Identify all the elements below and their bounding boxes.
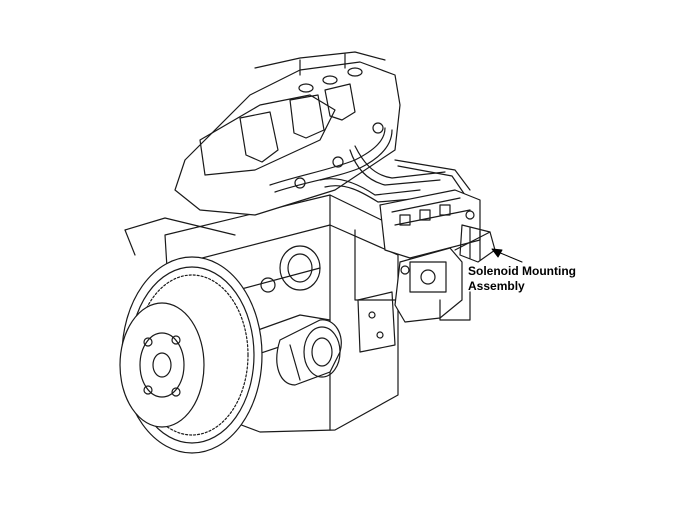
callout-line-2: Assembly xyxy=(468,279,525,293)
flywheel xyxy=(119,217,263,454)
side-bracket xyxy=(357,291,396,353)
fuel-injection-lines xyxy=(269,122,471,203)
block-cover xyxy=(260,245,321,293)
solenoid-callout-label: Solenoid Mounting Assembly xyxy=(468,264,576,294)
injection-pump xyxy=(379,189,496,263)
callout-arrow xyxy=(491,248,523,263)
oil-filter xyxy=(276,319,342,386)
callout-line-1: Solenoid Mounting xyxy=(468,264,576,278)
solenoid-assembly xyxy=(394,231,491,323)
valve-cover xyxy=(174,51,401,216)
